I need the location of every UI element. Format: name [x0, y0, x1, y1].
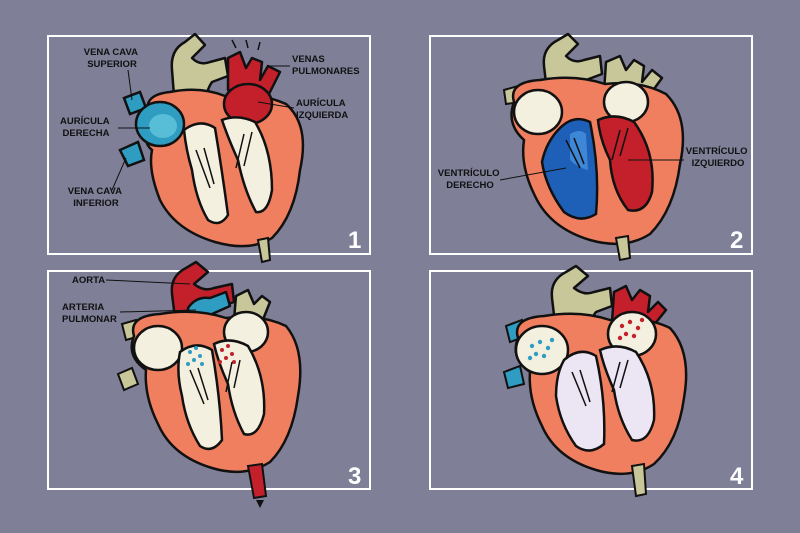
red-blood-dots — [617, 317, 645, 341]
blue-blood-dots — [527, 337, 555, 361]
heart-apex-vessel — [256, 236, 272, 264]
panel-1-leader-lines — [111, 65, 295, 191]
vena-cava-stub-lower — [116, 366, 140, 392]
left-ventricle — [596, 115, 654, 212]
heart-apex-vessel — [614, 234, 632, 262]
right-atrium — [512, 88, 564, 136]
label-ventriculo-derecho: VENTRÍCULO DERECHO — [438, 168, 502, 191]
left-ventricle — [220, 116, 274, 214]
right-atrium — [514, 324, 570, 376]
label-vena-cava-superior: VENA CAVA SUPERIOR — [84, 47, 140, 70]
panel-2-heart — [502, 32, 685, 262]
blood-flow-arrow — [231, 39, 261, 51]
panel-number-3: 3 — [348, 463, 361, 490]
right-ventricle — [182, 122, 230, 225]
right-ventricle — [177, 344, 224, 451]
panel-3-leader-lines — [105, 279, 197, 313]
panel-3-heart — [116, 260, 302, 508]
panel-number-1: 1 — [348, 227, 361, 254]
label-ventriculo-izquierdo: VENTRÍCULO IZQUIERDO — [686, 146, 750, 169]
panel-1-frame — [47, 35, 371, 255]
flow-arrow-down — [256, 500, 264, 508]
panel-number-2: 2 — [730, 227, 743, 254]
right-ventricle — [554, 350, 606, 452]
panel-2-frame — [429, 35, 753, 255]
panel-3-frame — [47, 270, 371, 490]
right-atrium — [132, 324, 184, 372]
valve-cords — [571, 359, 629, 407]
panel-4-heart — [502, 264, 688, 498]
panel-2-leader-lines — [499, 159, 684, 181]
right-atrium-inner — [149, 114, 177, 138]
valve-cords — [565, 127, 629, 169]
panel-number-4: 4 — [730, 463, 744, 490]
vena-cava-inferior — [502, 364, 526, 390]
valve-cords — [195, 131, 253, 189]
label-arteria-pulmonar: ARTERIA PULMONAR — [62, 302, 117, 325]
panel-4-frame — [429, 270, 753, 490]
valve-cords — [189, 359, 241, 405]
label-vena-cava-inferior: VENA CAVA INFERIOR — [68, 186, 124, 209]
red-blood-dots — [218, 344, 236, 364]
label-auricula-derecha: AURÍCULA DERECHA — [60, 116, 112, 139]
heart-apex-vessel — [630, 462, 648, 498]
panel-1-heart — [118, 32, 305, 264]
descending-vessel — [246, 462, 268, 500]
blue-blood-dots — [186, 346, 204, 366]
label-aorta: AORTA — [72, 275, 105, 286]
label-venas-pulmonares: VENAS PULMONARES — [292, 54, 360, 77]
label-auricula-izquierda: AURÍCULA IZQUIERDA — [296, 98, 348, 121]
left-ventricle — [212, 339, 266, 436]
